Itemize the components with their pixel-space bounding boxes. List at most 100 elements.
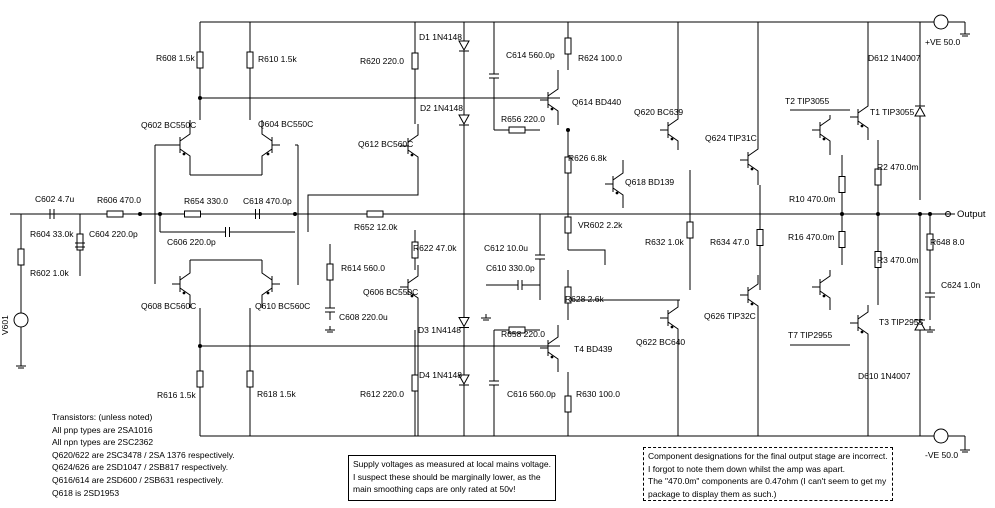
resistor	[756, 229, 764, 246]
transistor	[261, 260, 280, 308]
label-q622: Q622 BC640	[636, 337, 685, 347]
transistor-emitter	[179, 287, 191, 308]
resistor	[874, 168, 882, 186]
transistor	[812, 270, 831, 310]
transistor-collector	[857, 305, 869, 320]
label-r632: R632 1.0k	[645, 237, 684, 247]
transistor-collector	[407, 265, 419, 284]
transistor-collector	[612, 160, 624, 181]
transistor-emitter	[857, 120, 869, 140]
label-r626: R626 6.8k	[568, 153, 607, 163]
supply-voltage-note: Supply voltages as measured at local mai…	[348, 455, 556, 501]
junction-dot	[876, 212, 880, 216]
signal-source	[13, 312, 29, 328]
transistor-arrow	[266, 152, 270, 156]
output-terminal	[945, 211, 951, 217]
label-r654: R654 330.0	[184, 196, 228, 206]
transistor-collector	[819, 115, 831, 127]
resistor	[246, 370, 254, 388]
note-line: package to display them as such.)	[648, 488, 777, 499]
label-r624: R624 100.0	[578, 53, 622, 63]
wiring	[10, 21, 966, 450]
transistor-emitter	[612, 187, 624, 208]
label-r606: R606 470.0	[97, 195, 141, 205]
label-q602: Q602 BC550C	[141, 120, 196, 130]
resistor	[411, 374, 419, 392]
label-q620: Q620 BC639	[634, 107, 683, 117]
transistor	[540, 70, 559, 125]
label-r620: R620 220.0	[360, 56, 404, 66]
transistor-emitter	[179, 148, 191, 175]
label-r628: R628 2.6k	[565, 294, 604, 304]
transistor-emitter	[747, 163, 759, 185]
label-r2: R2 470.0m	[877, 162, 919, 172]
label-r3: R3 470.0m	[877, 255, 919, 265]
transistor-collector	[819, 270, 831, 284]
transistor-arrow	[182, 152, 186, 156]
junction-dot	[840, 212, 844, 216]
label-r648: R648 8.0	[930, 237, 965, 247]
resistor	[184, 210, 201, 218]
transistor	[850, 22, 869, 140]
label-r608: R608 1.5k	[156, 53, 195, 63]
wire	[568, 249, 606, 265]
label-d4: D4 1N4148	[419, 370, 462, 380]
note-line: All npn types are 2SC2362	[52, 437, 154, 448]
resistor	[326, 263, 334, 281]
label-c618: C618 470.0p	[243, 196, 292, 206]
transistor-collector	[261, 120, 273, 142]
label-r618: R618 1.5k	[257, 389, 296, 399]
label-d612: D612 1N4007	[868, 53, 921, 63]
resistor	[838, 231, 846, 248]
label-q604: Q604 BC550C	[258, 119, 313, 129]
label-r652: R652 12.0k	[354, 222, 398, 232]
label-r616: R616 1.5k	[157, 390, 196, 400]
transistor-arrow	[670, 137, 674, 141]
label-r634: R634 47.0	[710, 237, 749, 247]
label-neg-supply: -VE 50.0	[925, 450, 958, 460]
resistor	[874, 251, 882, 268]
label-r630: R630 100.0	[576, 389, 620, 399]
label-t2: T2 TIP3055	[785, 96, 830, 106]
note-line: Transistors: (unless noted)	[52, 412, 153, 422]
resistor	[17, 248, 25, 266]
transistor-arrow	[410, 153, 414, 157]
resistor	[106, 210, 124, 218]
label-q610: Q610 BC560C	[255, 301, 310, 311]
label-r610: R610 1.5k	[258, 54, 297, 64]
resistor	[926, 233, 934, 251]
transistor-collector	[179, 120, 191, 142]
label-d1: D1 1N4148	[419, 32, 462, 42]
transistor	[605, 160, 624, 208]
diode	[458, 317, 470, 328]
transistor-collector	[667, 22, 679, 127]
diode	[458, 40, 470, 52]
label-c610: C610 330.0p	[486, 263, 535, 273]
transistor	[261, 120, 280, 175]
transistor-emitter	[547, 351, 559, 372]
label-r658: R658 220.0	[501, 329, 545, 339]
transistor-emitter	[819, 133, 831, 155]
transistor-arrow	[550, 355, 554, 359]
transistor-arrow	[266, 291, 270, 295]
transistor	[172, 120, 191, 175]
label-c624: C624 1.0n	[941, 280, 980, 290]
transistor	[660, 22, 679, 150]
label-c602: C602 4.7u	[35, 194, 74, 204]
label-c614: C614 560.0p	[506, 50, 555, 60]
transistor-collector	[547, 325, 559, 345]
label-c608: C608 220.0u	[339, 312, 388, 322]
resistor	[366, 210, 384, 218]
label-r622: R622 47.0k	[413, 243, 457, 253]
transistor-collector	[547, 70, 559, 97]
label-q626: Q626 TIP32C	[704, 311, 756, 321]
resistor	[508, 326, 526, 334]
resistor	[564, 395, 572, 413]
resistor	[508, 126, 526, 134]
transistor-emitter	[667, 321, 679, 436]
transistor-emitter	[261, 148, 273, 175]
transistor-arrow	[822, 294, 826, 298]
transistor-collector	[179, 260, 191, 281]
resistor	[686, 221, 694, 239]
